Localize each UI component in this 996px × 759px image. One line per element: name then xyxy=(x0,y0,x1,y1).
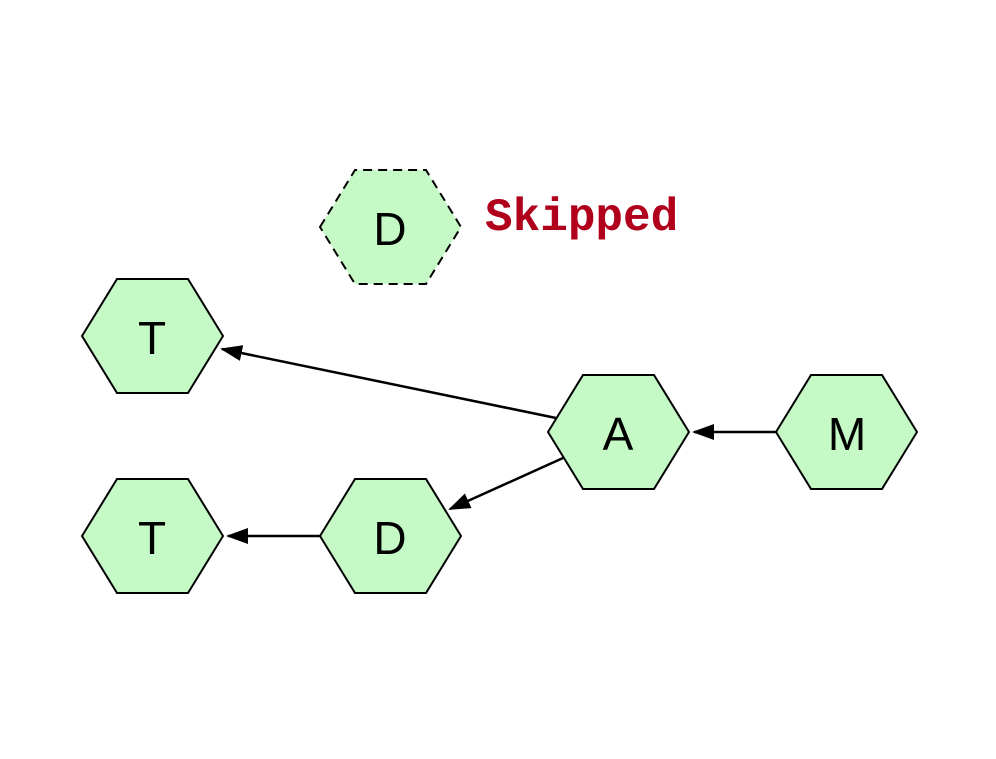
node-t2-label: T xyxy=(138,512,166,564)
node-a: A xyxy=(546,374,691,490)
legend: D Skipped xyxy=(318,169,678,285)
legend-skipped-node xyxy=(318,169,463,285)
edge-a-to-d xyxy=(448,456,564,511)
node-t2-hexagon xyxy=(80,478,225,594)
node-d-hexagon xyxy=(318,478,463,594)
node-m-hexagon xyxy=(774,374,919,490)
legend-node-label: D xyxy=(373,203,406,255)
edges xyxy=(220,345,776,544)
node-t1: T xyxy=(80,278,225,394)
edge-a-to-t1 xyxy=(220,345,557,420)
node-d: D xyxy=(318,478,463,594)
node-m: M xyxy=(774,374,919,490)
node-d-label: D xyxy=(373,512,406,564)
node-a-label: A xyxy=(603,408,634,460)
node-t1-label: T xyxy=(138,312,166,364)
node-t2: T xyxy=(80,478,225,594)
legend-skipped-text: Skipped xyxy=(485,192,678,244)
node-m-label: M xyxy=(828,408,866,460)
node-t1-hexagon xyxy=(80,278,225,394)
node-a-hexagon xyxy=(546,374,691,490)
